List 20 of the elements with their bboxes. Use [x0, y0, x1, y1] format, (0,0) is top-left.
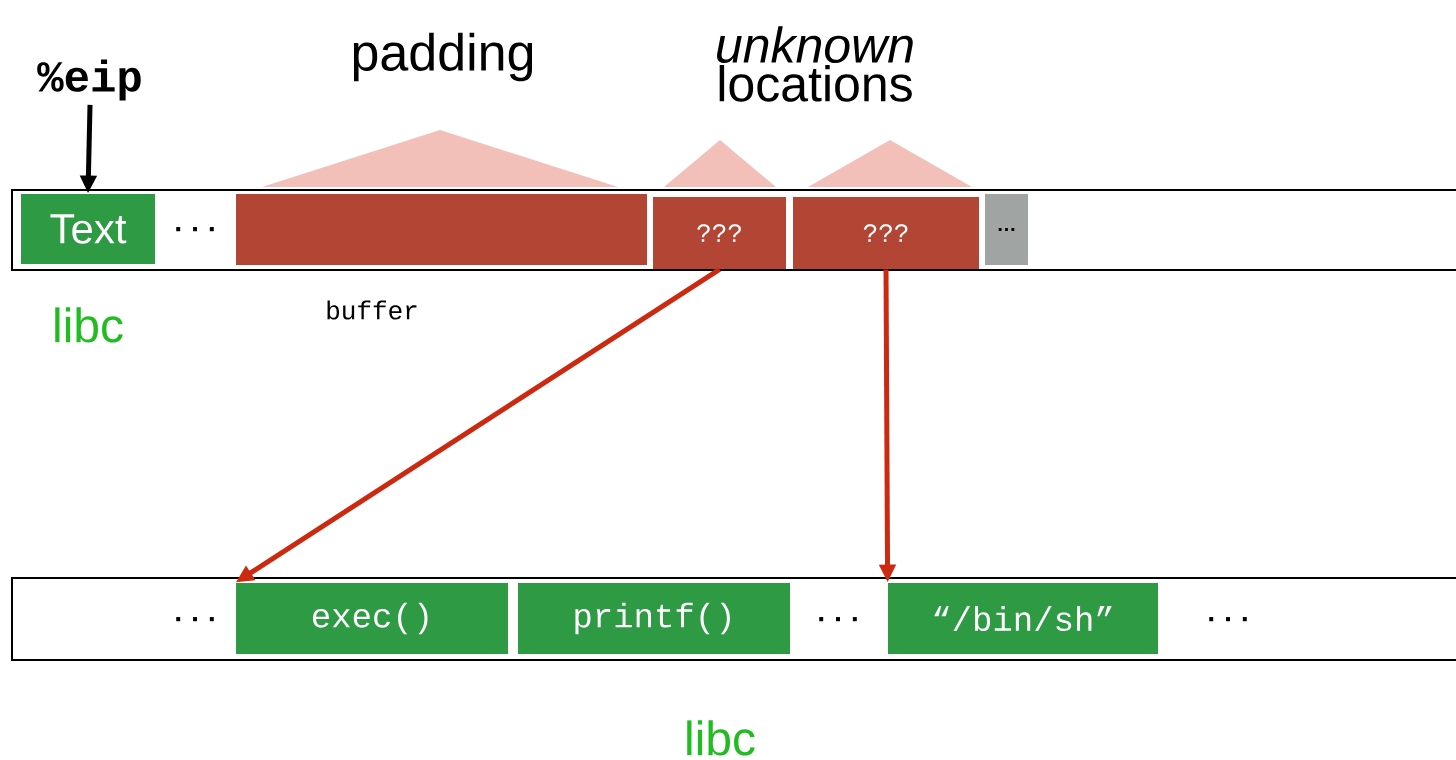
padding-block: [236, 194, 647, 265]
bracket-triangle: [262, 130, 618, 187]
ellipsis-label: ···: [176, 227, 214, 232]
string-block: “/bin/sh”: [888, 583, 1158, 654]
heading-label: unknown locations: [717, 26, 913, 102]
function-block: exec(): [236, 583, 508, 654]
bracket-triangle: [664, 140, 776, 187]
unknown-block: ???: [653, 197, 786, 269]
ellipsis-label: ···: [1209, 617, 1247, 622]
ellipsis-block: …: [985, 194, 1028, 265]
library-label: libc: [687, 720, 755, 756]
library-label: libc: [55, 307, 123, 343]
ellipsis-label: ···: [819, 617, 857, 622]
code-block: Text: [21, 194, 155, 264]
heading-label: padding: [353, 32, 533, 82]
unknown-block: ???: [793, 197, 979, 269]
function-block: printf(): [518, 583, 790, 654]
register-label: %eip: [37, 59, 141, 101]
region-label: buffer: [327, 300, 417, 320]
bracket-triangle: [808, 140, 972, 187]
